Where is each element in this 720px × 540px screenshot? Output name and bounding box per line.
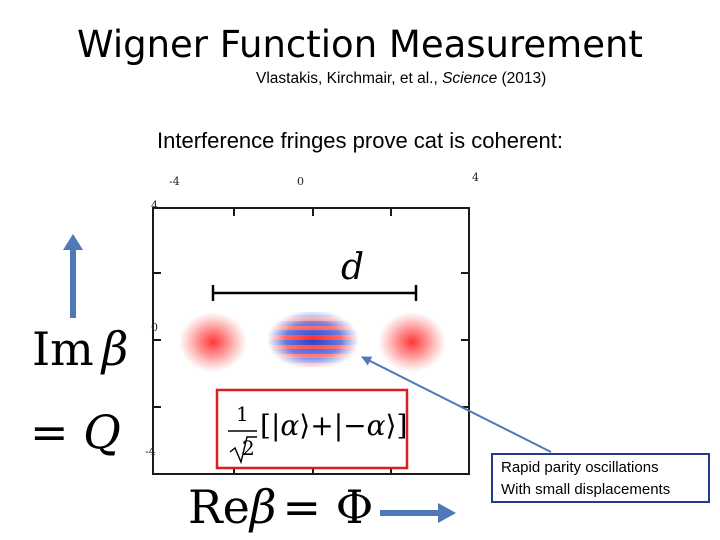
ket-alpha: α — [280, 409, 300, 442]
slide-subtitle: Interference fringes prove cat is cohere… — [157, 128, 563, 153]
formula-numerator: 1 — [236, 402, 249, 426]
ket-bar-1: | — [270, 409, 281, 442]
bracket-open: [ — [260, 409, 271, 442]
formula-denominator: 2 — [242, 436, 255, 460]
x-tick-label: 0 — [297, 175, 304, 188]
beta-symbol: β — [249, 480, 277, 534]
formula-box — [215, 388, 409, 470]
annotation-line-2: With small displacements — [501, 481, 671, 498]
left-coherent-blob — [179, 312, 247, 372]
y-tick-label: 4 — [151, 199, 158, 212]
y-tick-label: -4 — [145, 445, 156, 458]
citation-authors: Vlastakis, Kirchmair, et al., — [256, 70, 443, 87]
right-coherent-blob — [378, 312, 446, 372]
citation: Vlastakis, Kirchmair, et al., Science (2… — [256, 69, 546, 89]
ket-close-2: ⟩ — [385, 409, 397, 442]
ket-close-1: ⟩ — [299, 409, 311, 442]
formula-plus: + — [310, 409, 334, 442]
formula-state: [|α⟩+|−α⟩] — [260, 410, 407, 442]
annotation-line-1: Rapid parity oscillations — [501, 459, 659, 476]
distance-label: d — [341, 247, 365, 288]
annotation-pointer-arrow — [361, 356, 552, 453]
re-beta-label: Reβ= Φ — [188, 480, 373, 534]
re-arrow-head — [438, 503, 456, 523]
citation-journal: Science — [442, 70, 498, 87]
citation-year: (2013) — [497, 70, 547, 87]
im-text: Im — [32, 322, 94, 376]
annotation-box: Rapid parity oscillations With small dis… — [491, 453, 710, 503]
beta-symbol: β — [101, 322, 129, 376]
slide-title: Wigner Function Measurement — [77, 23, 643, 66]
equals-q-label: = Q — [30, 405, 121, 459]
ket-minus-alpha: −α — [343, 409, 386, 442]
im-arrow-head — [63, 234, 83, 250]
equals-phi: = Φ — [282, 480, 374, 534]
distance-bar — [211, 285, 418, 301]
y-tick-label: 0 — [151, 321, 158, 334]
ket-bar-2: | — [333, 409, 344, 442]
interference-fringes — [265, 312, 361, 367]
re-text: Re — [188, 480, 250, 534]
x-tick-label: 4 — [472, 171, 479, 184]
x-tick-label: -4 — [169, 175, 180, 188]
bracket-close: ] — [396, 409, 408, 442]
sqrt-sign — [229, 436, 257, 465]
